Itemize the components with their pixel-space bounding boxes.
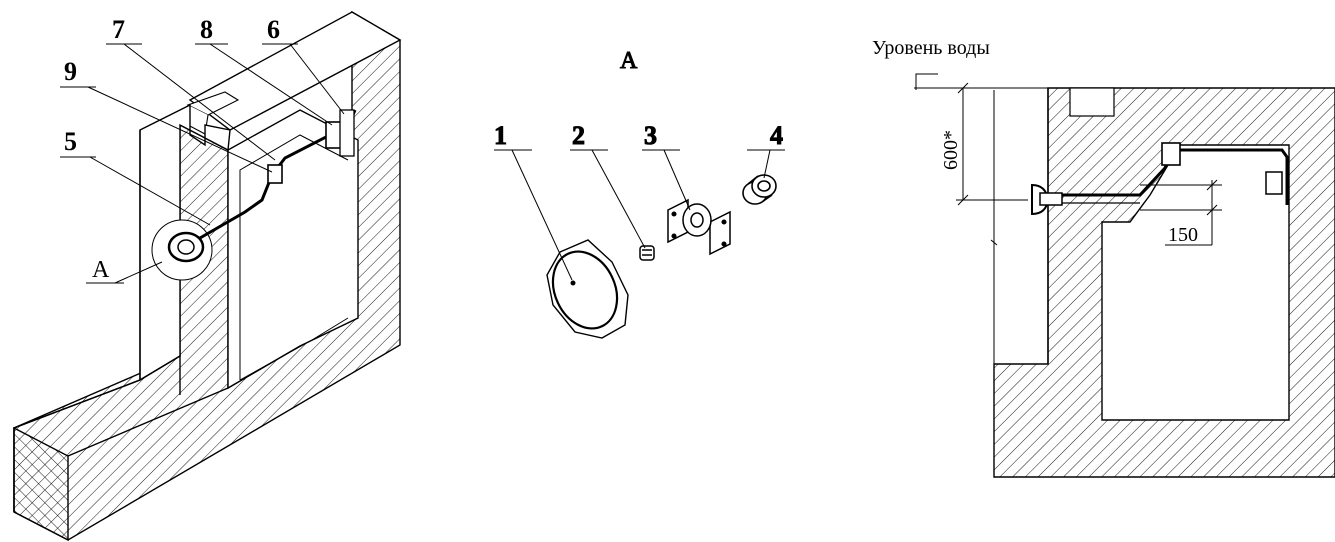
wall-base-front: [13, 426, 69, 542]
junction-box: [267, 164, 283, 184]
callout-1: 1: [494, 121, 507, 150]
detail-title: A: [620, 48, 638, 74]
section-labels: Уровень воды 600* 150: [872, 37, 1198, 246]
water-level-label: Уровень воды: [872, 37, 990, 59]
water-level-mark: [915, 73, 938, 90]
callout-4: 4: [770, 121, 783, 150]
section-view: [914, 73, 1335, 478]
wall-base-top: [13, 354, 181, 429]
callouts-iso: 7 8 6 9 5 A: [64, 15, 280, 283]
leaders-iso: [60, 43, 345, 284]
section-lamp: [1031, 183, 1063, 216]
callout-9: 9: [64, 57, 77, 86]
part-2-connector: [639, 245, 655, 261]
detail-view: A 1: [494, 48, 785, 339]
top-recess: [1069, 87, 1115, 117]
dim-150: [1140, 179, 1222, 246]
wall-top-face: [188, 11, 402, 131]
callout-7: 7: [112, 15, 125, 44]
callout-detail-a: A: [92, 257, 110, 283]
callout-2: 2: [572, 121, 585, 150]
offset-dimension: 150: [1168, 224, 1198, 246]
section-transformer: [1265, 171, 1283, 195]
part-4-fitting: [742, 174, 777, 205]
section-junction: [1161, 142, 1181, 166]
callout-6: 6: [267, 15, 280, 44]
callout-5: 5: [64, 127, 77, 156]
callout-8: 8: [200, 15, 213, 44]
dim-600: [956, 82, 1028, 206]
part-3-bracket: [667, 198, 731, 256]
section-cable: [1180, 148, 1289, 205]
isometric-view: [13, 10, 402, 542]
callout-3: 3: [644, 121, 657, 150]
depth-dimension: 600*: [940, 130, 962, 170]
